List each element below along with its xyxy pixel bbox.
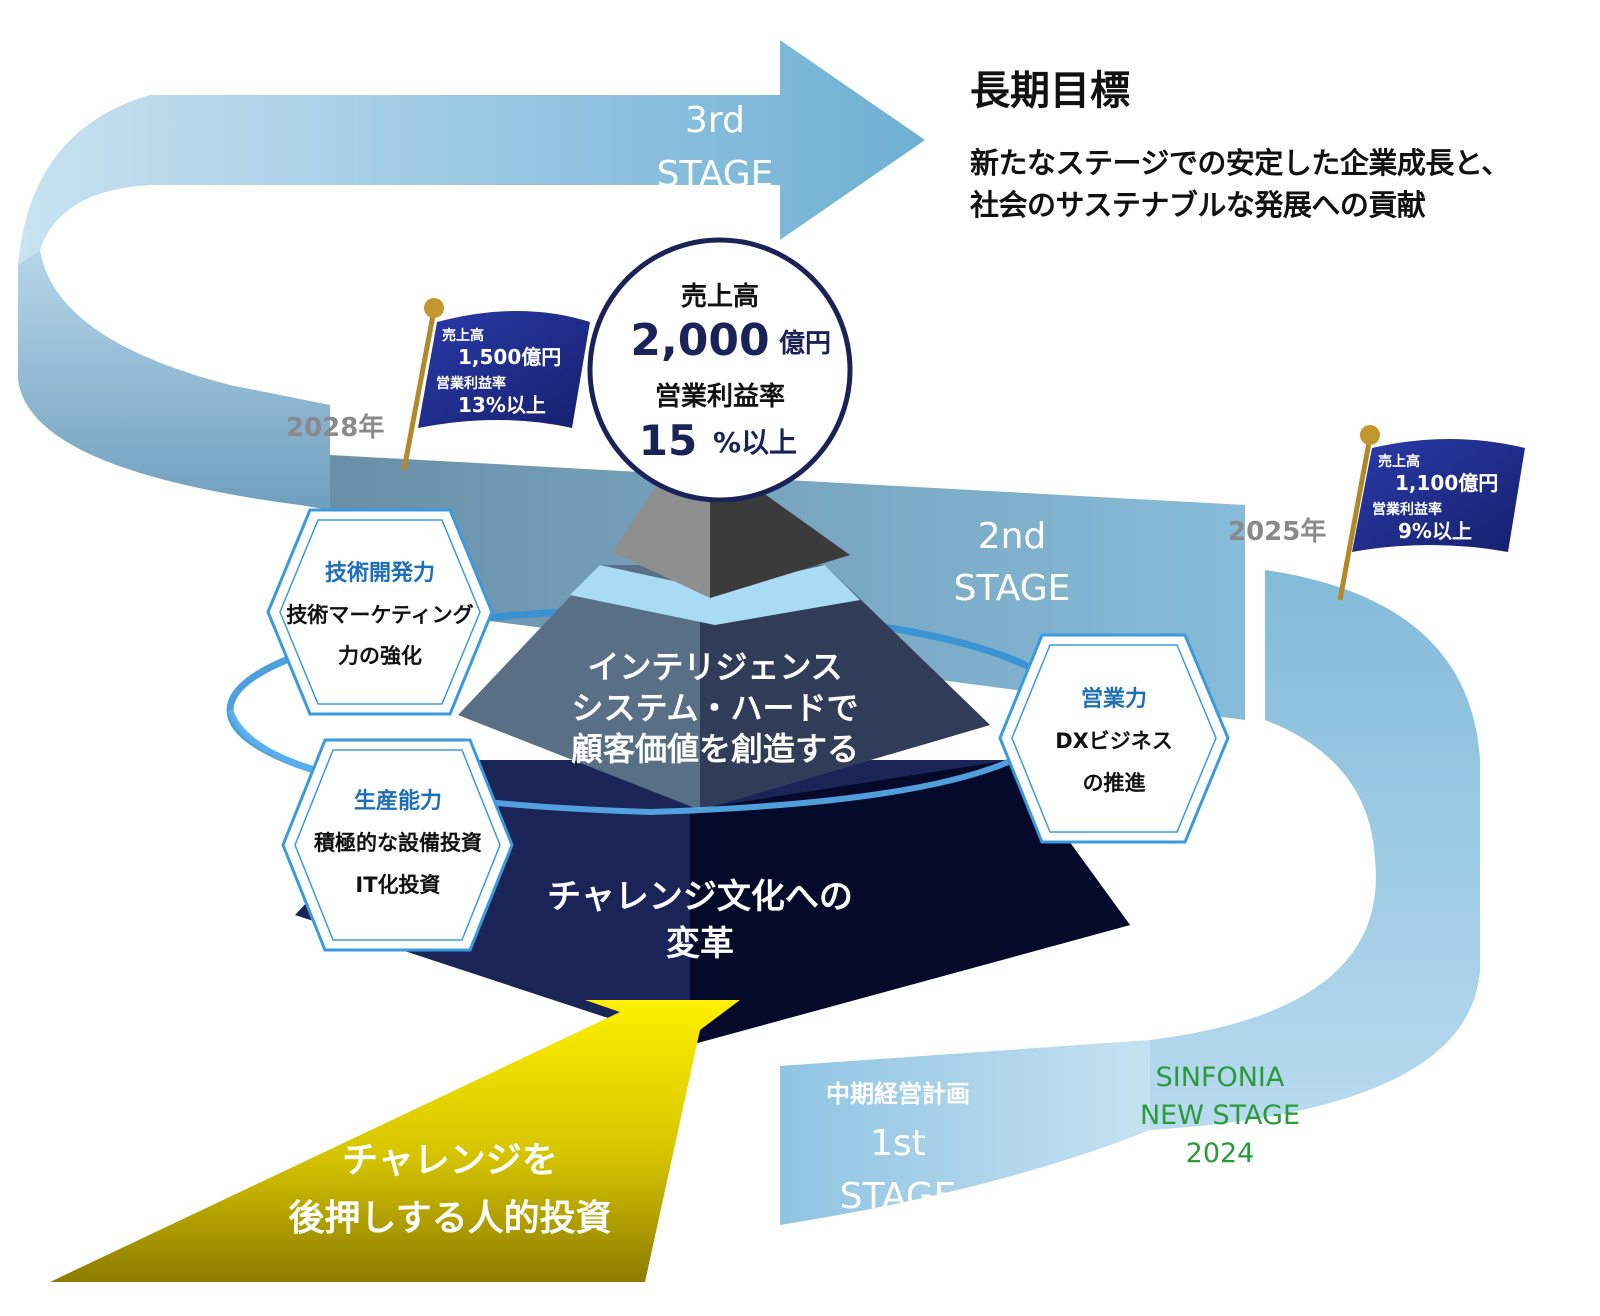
svg-text:の推進: の推進	[1083, 771, 1146, 795]
svg-text:営業利益率: 営業利益率	[436, 375, 506, 392]
svg-text:積極的な設備投資: 積極的な設備投資	[314, 831, 482, 855]
svg-text:9%以上: 9%以上	[1398, 519, 1472, 543]
svg-text:STAGE: STAGE	[657, 154, 774, 195]
long-term-goal: 長期目標 新たなステージでの安定した企業成長と、 社会のサステナブルな発展への貢…	[970, 58, 1510, 226]
svg-text:NEW STAGE: NEW STAGE	[1140, 1100, 1300, 1131]
svg-text:1,100億円: 1,100億円	[1395, 471, 1498, 495]
svg-text:15: 15	[639, 416, 697, 465]
right-band	[1150, 570, 1480, 1130]
hexagon-production: 生産能力 積極的な設備投資 IT化投資	[281, 738, 514, 952]
pyramid-bottom-text: チャレンジ文化への 変革	[547, 877, 853, 964]
svg-text:力の強化: 力の強化	[338, 644, 422, 668]
third-stage-label: 3rd STAGE	[657, 100, 774, 195]
svg-text:チャレンジを: チャレンジを	[342, 1140, 558, 1181]
svg-text:DXビジネス: DXビジネス	[1055, 729, 1173, 753]
hexagon-sales: 営業力 DXビジネス の推進	[998, 633, 1230, 844]
long-term-goal-line2: 社会のサステナブルな発展への貢献	[970, 188, 1426, 222]
svg-text:1st: 1st	[870, 1123, 926, 1164]
plan-name-label: SINFONIA NEW STAGE 2024	[1140, 1062, 1300, 1169]
second-stage-label: 2nd STAGE	[954, 516, 1071, 609]
year-2028: 2028年	[286, 412, 384, 443]
svg-text:売上高: 売上高	[442, 327, 484, 344]
svg-text:技術マーケティング: 技術マーケティング	[286, 603, 473, 627]
top-target-circle: 売上高 2,000 億円 営業利益率 15 %以上	[587, 237, 853, 503]
long-term-goal-line1: 新たなステージでの安定した企業成長と、	[970, 146, 1510, 180]
flag-2028: 売上高 1,500億円 営業利益率 13%以上	[401, 298, 590, 471]
pyramid-middle-text: インテリジェンス システム・ハードで 顧客価値を創造する	[571, 648, 859, 768]
svg-text:1,500億円: 1,500億円	[458, 345, 561, 369]
svg-text:2nd: 2nd	[978, 516, 1047, 557]
svg-text:生産能力: 生産能力	[354, 788, 442, 814]
left-band	[18, 250, 330, 510]
svg-text:システム・ハードで: システム・ハードで	[571, 689, 858, 727]
investment-arrow: チャレンジを 後押しする人的投資	[50, 1000, 740, 1282]
year-2025: 2025年	[1228, 516, 1326, 547]
long-term-goal-text: 新たなステージでの安定した企業成長と、 社会のサステナブルな発展への貢献	[970, 142, 1510, 226]
svg-text:STAGE: STAGE	[840, 1176, 957, 1217]
flag-2025: 売上高 1,100億円 営業利益率 9%以上	[1337, 425, 1525, 601]
svg-text:後押しする人的投資: 後押しする人的投資	[288, 1198, 611, 1239]
long-term-goal-title: 長期目標	[970, 68, 1130, 114]
svg-text:売上高: 売上高	[1378, 453, 1420, 470]
svg-text:3rd: 3rd	[685, 100, 745, 141]
svg-text:IT化投資: IT化投資	[355, 873, 440, 897]
svg-text:13%以上: 13%以上	[458, 393, 546, 417]
svg-text:2024: 2024	[1186, 1138, 1255, 1169]
svg-text:技術開発力: 技術開発力	[325, 560, 435, 586]
svg-text:億円: 億円	[779, 329, 831, 359]
svg-text:営業力: 営業力	[1081, 686, 1147, 712]
svg-text:中期経営計画: 中期経営計画	[826, 1080, 970, 1108]
svg-text:%以上: %以上	[713, 426, 797, 459]
hexagon-tech: 技術開発力 技術マーケティング 力の強化	[266, 508, 494, 716]
svg-text:変革: 変革	[666, 924, 734, 964]
svg-text:売上高: 売上高	[681, 281, 759, 312]
third-stage-arrow	[18, 40, 925, 265]
svg-text:インテリジェンス: インテリジェンス	[587, 648, 842, 686]
svg-text:SINFONIA: SINFONIA	[1156, 1062, 1285, 1093]
first-stage-band	[780, 1040, 1150, 1225]
first-stage-label: 中期経営計画 1st STAGE	[826, 1080, 970, 1217]
svg-text:営業利益率: 営業利益率	[1372, 501, 1442, 518]
svg-text:チャレンジ文化への: チャレンジ文化への	[547, 877, 853, 917]
svg-text:2,000: 2,000	[630, 315, 769, 366]
svg-text:営業利益率: 営業利益率	[655, 381, 785, 412]
svg-text:顧客価値を創造する: 顧客価値を創造する	[571, 730, 859, 768]
svg-text:STAGE: STAGE	[954, 568, 1071, 609]
